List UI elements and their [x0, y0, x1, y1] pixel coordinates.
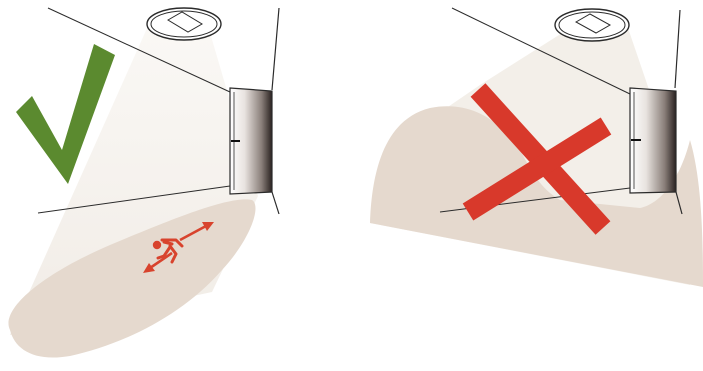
wall-line-top — [47, 7, 231, 93]
floor-light-pool — [8, 199, 256, 358]
wall-corner-line — [674, 9, 681, 89]
ceiling-downlight-icon — [554, 8, 630, 42]
walking-person-icon — [152, 238, 184, 264]
ceiling-downlight-icon — [146, 7, 222, 41]
panel-incorrect — [370, 7, 703, 287]
wall-corner-line-lower — [675, 191, 683, 215]
panel-correct — [8, 7, 280, 358]
door-frame-icon — [229, 87, 273, 195]
wall-line-top — [451, 7, 631, 95]
wall-corner-line — [271, 7, 280, 91]
floor-light-pool — [370, 106, 703, 287]
cross-icon — [462, 83, 612, 235]
double-arrow-icon — [143, 222, 214, 273]
checkmark-icon — [16, 44, 115, 184]
wall-corner-line-lower — [271, 191, 280, 215]
door-frame-icon — [629, 87, 677, 194]
wall-line-bottom — [37, 185, 231, 214]
